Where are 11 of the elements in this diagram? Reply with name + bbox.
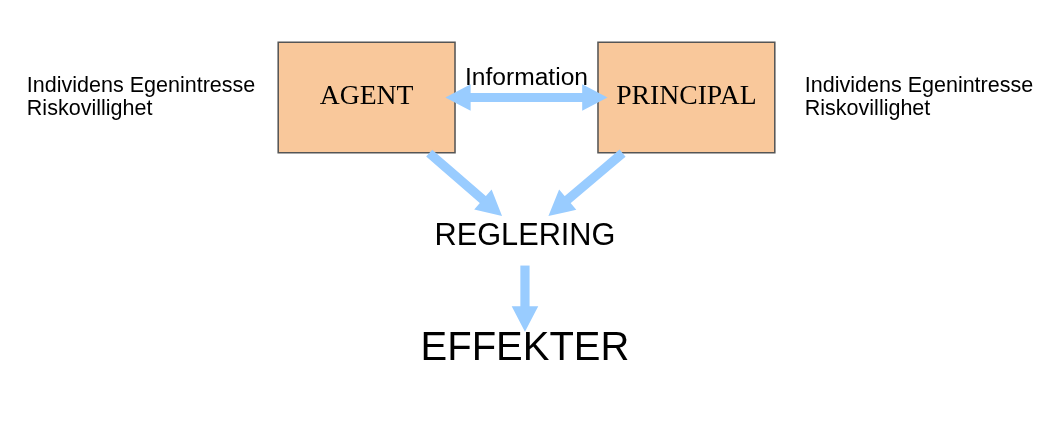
edge-label: Information [465,62,588,90]
arrow [511,265,539,332]
node-box: PRINCIPAL [597,41,776,154]
node-box: AGENT [277,41,456,154]
arrow [445,84,608,111]
node-label: Individens Egenintresse Riskovillighet [26,72,256,120]
node-text: EFFEKTER [420,324,630,369]
arrow [426,149,503,217]
node-text: REGLERING [434,217,616,253]
arrow [548,149,626,216]
node-label: Individens Egenintresse Riskovillighet [804,72,1034,120]
